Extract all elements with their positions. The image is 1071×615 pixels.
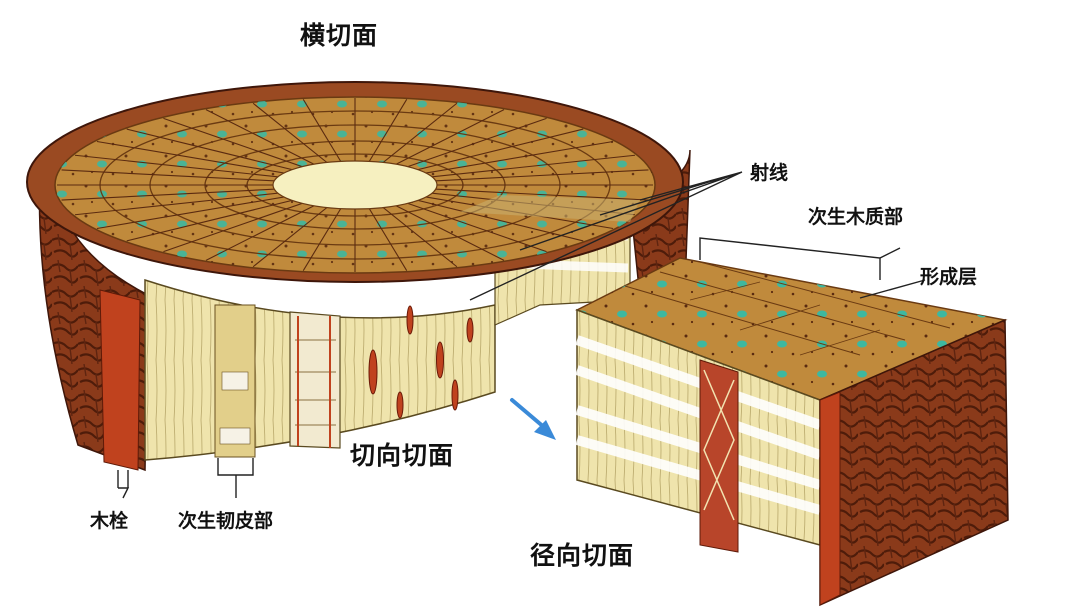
label-rays: 射线	[750, 162, 789, 184]
label-tangential-section: 切向切面	[350, 441, 455, 470]
cork-strip	[99, 289, 141, 471]
label-cambium: 形成层	[920, 266, 978, 288]
label-transverse-section: 横切面	[300, 21, 379, 50]
direction-arrow	[510, 398, 547, 430]
label-secondary-xylem: 次生木质部	[808, 206, 904, 228]
phloem-panel	[289, 311, 341, 449]
leader-lines	[117, 171, 926, 499]
label-cork: 木栓	[90, 510, 129, 532]
label-secondary-phloem: 次生韧皮部	[178, 510, 274, 532]
radial-phloem-band	[699, 359, 739, 553]
pith	[272, 160, 438, 210]
label-radial-section: 径向切面	[530, 541, 635, 570]
